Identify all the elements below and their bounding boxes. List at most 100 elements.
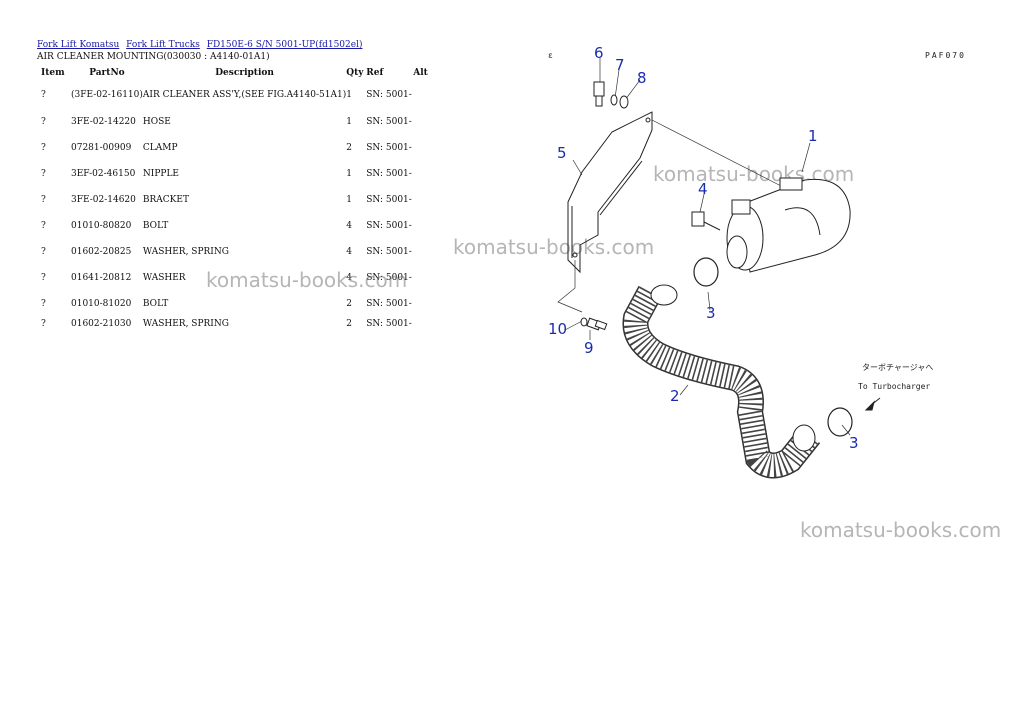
row-partno: 01602-20825 <box>71 247 132 257</box>
row-alt <box>413 291 443 317</box>
callout-4: 4 <box>698 180 708 198</box>
watermark: komatsu-books.com <box>800 518 1002 542</box>
note-turbocharger-en: To Turbocharger <box>858 382 930 391</box>
callout-6: 6 <box>594 44 604 62</box>
column-header-qty: Qty <box>346 68 364 78</box>
row-ref: SN: 5001- <box>366 319 412 329</box>
row-partno: 3FE-02-14220 <box>71 117 136 127</box>
row-partno: 3FE-02-14620 <box>71 195 136 205</box>
row-partno: (3FE-02-16110) <box>71 90 143 100</box>
row-qty: 4 <box>346 247 352 257</box>
row-alt <box>413 187 443 213</box>
row-description: WASHER, SPRING <box>142 247 229 257</box>
row-qty: 2 <box>346 319 352 329</box>
row-item: ? <box>41 195 46 205</box>
row-partno: 3EF-02-46150 <box>71 169 136 179</box>
callout-3: 3 <box>849 434 859 452</box>
page-title: AIR CLEANER MOUNTING(030030 : A4140-01A1… <box>37 52 270 62</box>
row-partno: 01010-80820 <box>71 221 132 231</box>
row-ref: SN: 5001- <box>366 247 412 257</box>
parts-table: Item PartNo Description Qty Ref Alt ? (3F… <box>37 65 443 331</box>
diagram-code: PAF070 <box>925 51 966 60</box>
callout-10: 10 <box>548 320 567 338</box>
row-alt <box>413 135 443 161</box>
table-row: ? 01602-21030 WASHER, SPRING 2 SN: 5001- <box>37 317 443 331</box>
row-qty: 1 <box>346 169 352 179</box>
callout-8: 8 <box>637 69 647 87</box>
hose-drawing <box>622 284 821 479</box>
row-description: HOSE <box>142 117 171 127</box>
row-qty: 1 <box>346 195 352 205</box>
row-description: BOLT <box>142 299 169 309</box>
row-alt <box>413 239 443 265</box>
note-turbocharger-jp: ターボチャージャへ <box>862 363 933 372</box>
row-qty: 2 <box>346 299 352 309</box>
row-ref: SN: 5001- <box>366 221 412 231</box>
callout-5: 5 <box>557 144 567 162</box>
callout-7: 7 <box>615 56 625 74</box>
diagram-corner-mark: ε <box>548 51 553 60</box>
leader-lines <box>557 58 851 436</box>
row-qty: 1 <box>346 117 352 127</box>
row-alt <box>413 161 443 187</box>
row-qty: 4 <box>346 273 352 283</box>
breadcrumb-link-fork-lift-komatsu[interactable]: Fork Lift Komatsu <box>37 40 120 50</box>
row-qty: 4 <box>346 221 352 231</box>
callout-3: 3 <box>706 304 716 322</box>
row-ref: SN: 5001- <box>366 169 412 179</box>
column-header-partno: PartNo <box>89 68 125 78</box>
row-item: ? <box>41 117 46 127</box>
turbocharger-arrow <box>864 397 881 411</box>
air-cleaner-drawing <box>691 177 851 273</box>
callout-9: 9 <box>584 339 594 357</box>
table-header-row: Item PartNo Description Qty Ref Alt <box>37 65 443 81</box>
breadcrumb-link-fork-lift-trucks[interactable]: Fork Lift Trucks <box>126 40 200 50</box>
row-partno: 01602-21030 <box>71 319 132 329</box>
row-item: ? <box>41 90 46 100</box>
row-item: ? <box>41 143 46 153</box>
row-ref: SN: 5001- <box>366 90 412 100</box>
table-row: ? 3EF-02-46150 NIPPLE 1 SN: 5001- <box>37 161 443 187</box>
clamp-drawing <box>693 257 853 437</box>
row-partno: 01641-20812 <box>71 273 132 283</box>
row-ref: SN: 5001- <box>366 117 412 127</box>
row-description: NIPPLE <box>142 169 179 179</box>
row-item: ? <box>41 273 46 283</box>
row-description: WASHER, SPRING <box>142 319 229 329</box>
row-qty: 2 <box>346 143 352 153</box>
table-row: ? 3FE-02-14220 HOSE 1 SN: 5001- <box>37 109 443 135</box>
column-header-ref: Ref <box>366 68 384 78</box>
bracket-drawing <box>567 111 653 274</box>
row-alt <box>413 317 443 331</box>
row-ref: SN: 5001- <box>366 143 412 153</box>
row-item: ? <box>41 299 46 309</box>
column-header-description: Description <box>215 68 274 78</box>
row-alt <box>413 109 443 135</box>
breadcrumb-link-model[interactable]: FD150E-6 S/N 5001-UP(fd1502el) <box>206 40 363 50</box>
bolt-6-drawing <box>580 81 629 331</box>
parts-table-body: ?(3FE-02-16110)AIR CLEANER ASS'Y,(SEE FI… <box>37 81 443 331</box>
row-ref: SN: 5001- <box>366 273 412 283</box>
row-alt <box>413 81 443 109</box>
parts-diagram: ε PAF070 <box>548 44 966 479</box>
column-header-alt: Alt <box>413 68 428 78</box>
row-ref: SN: 5001- <box>366 195 412 205</box>
row-alt <box>413 265 443 291</box>
row-partno: 07281-00909 <box>71 143 132 153</box>
row-partno: 01010-81020 <box>71 299 132 309</box>
row-description: CLAMP <box>142 143 178 153</box>
table-row: ? 3FE-02-14620 BRACKET 1 SN: 5001- <box>37 187 443 213</box>
table-row: ?(3FE-02-16110)AIR CLEANER ASS'Y,(SEE FI… <box>37 81 443 109</box>
callout-1: 1 <box>808 127 818 145</box>
column-header-item: Item <box>41 68 65 78</box>
row-alt <box>413 213 443 239</box>
callout-2: 2 <box>670 387 680 405</box>
row-item: ? <box>41 169 46 179</box>
row-item: ? <box>41 319 46 329</box>
row-description: BRACKET <box>142 195 189 205</box>
row-qty: 1 <box>346 90 352 100</box>
